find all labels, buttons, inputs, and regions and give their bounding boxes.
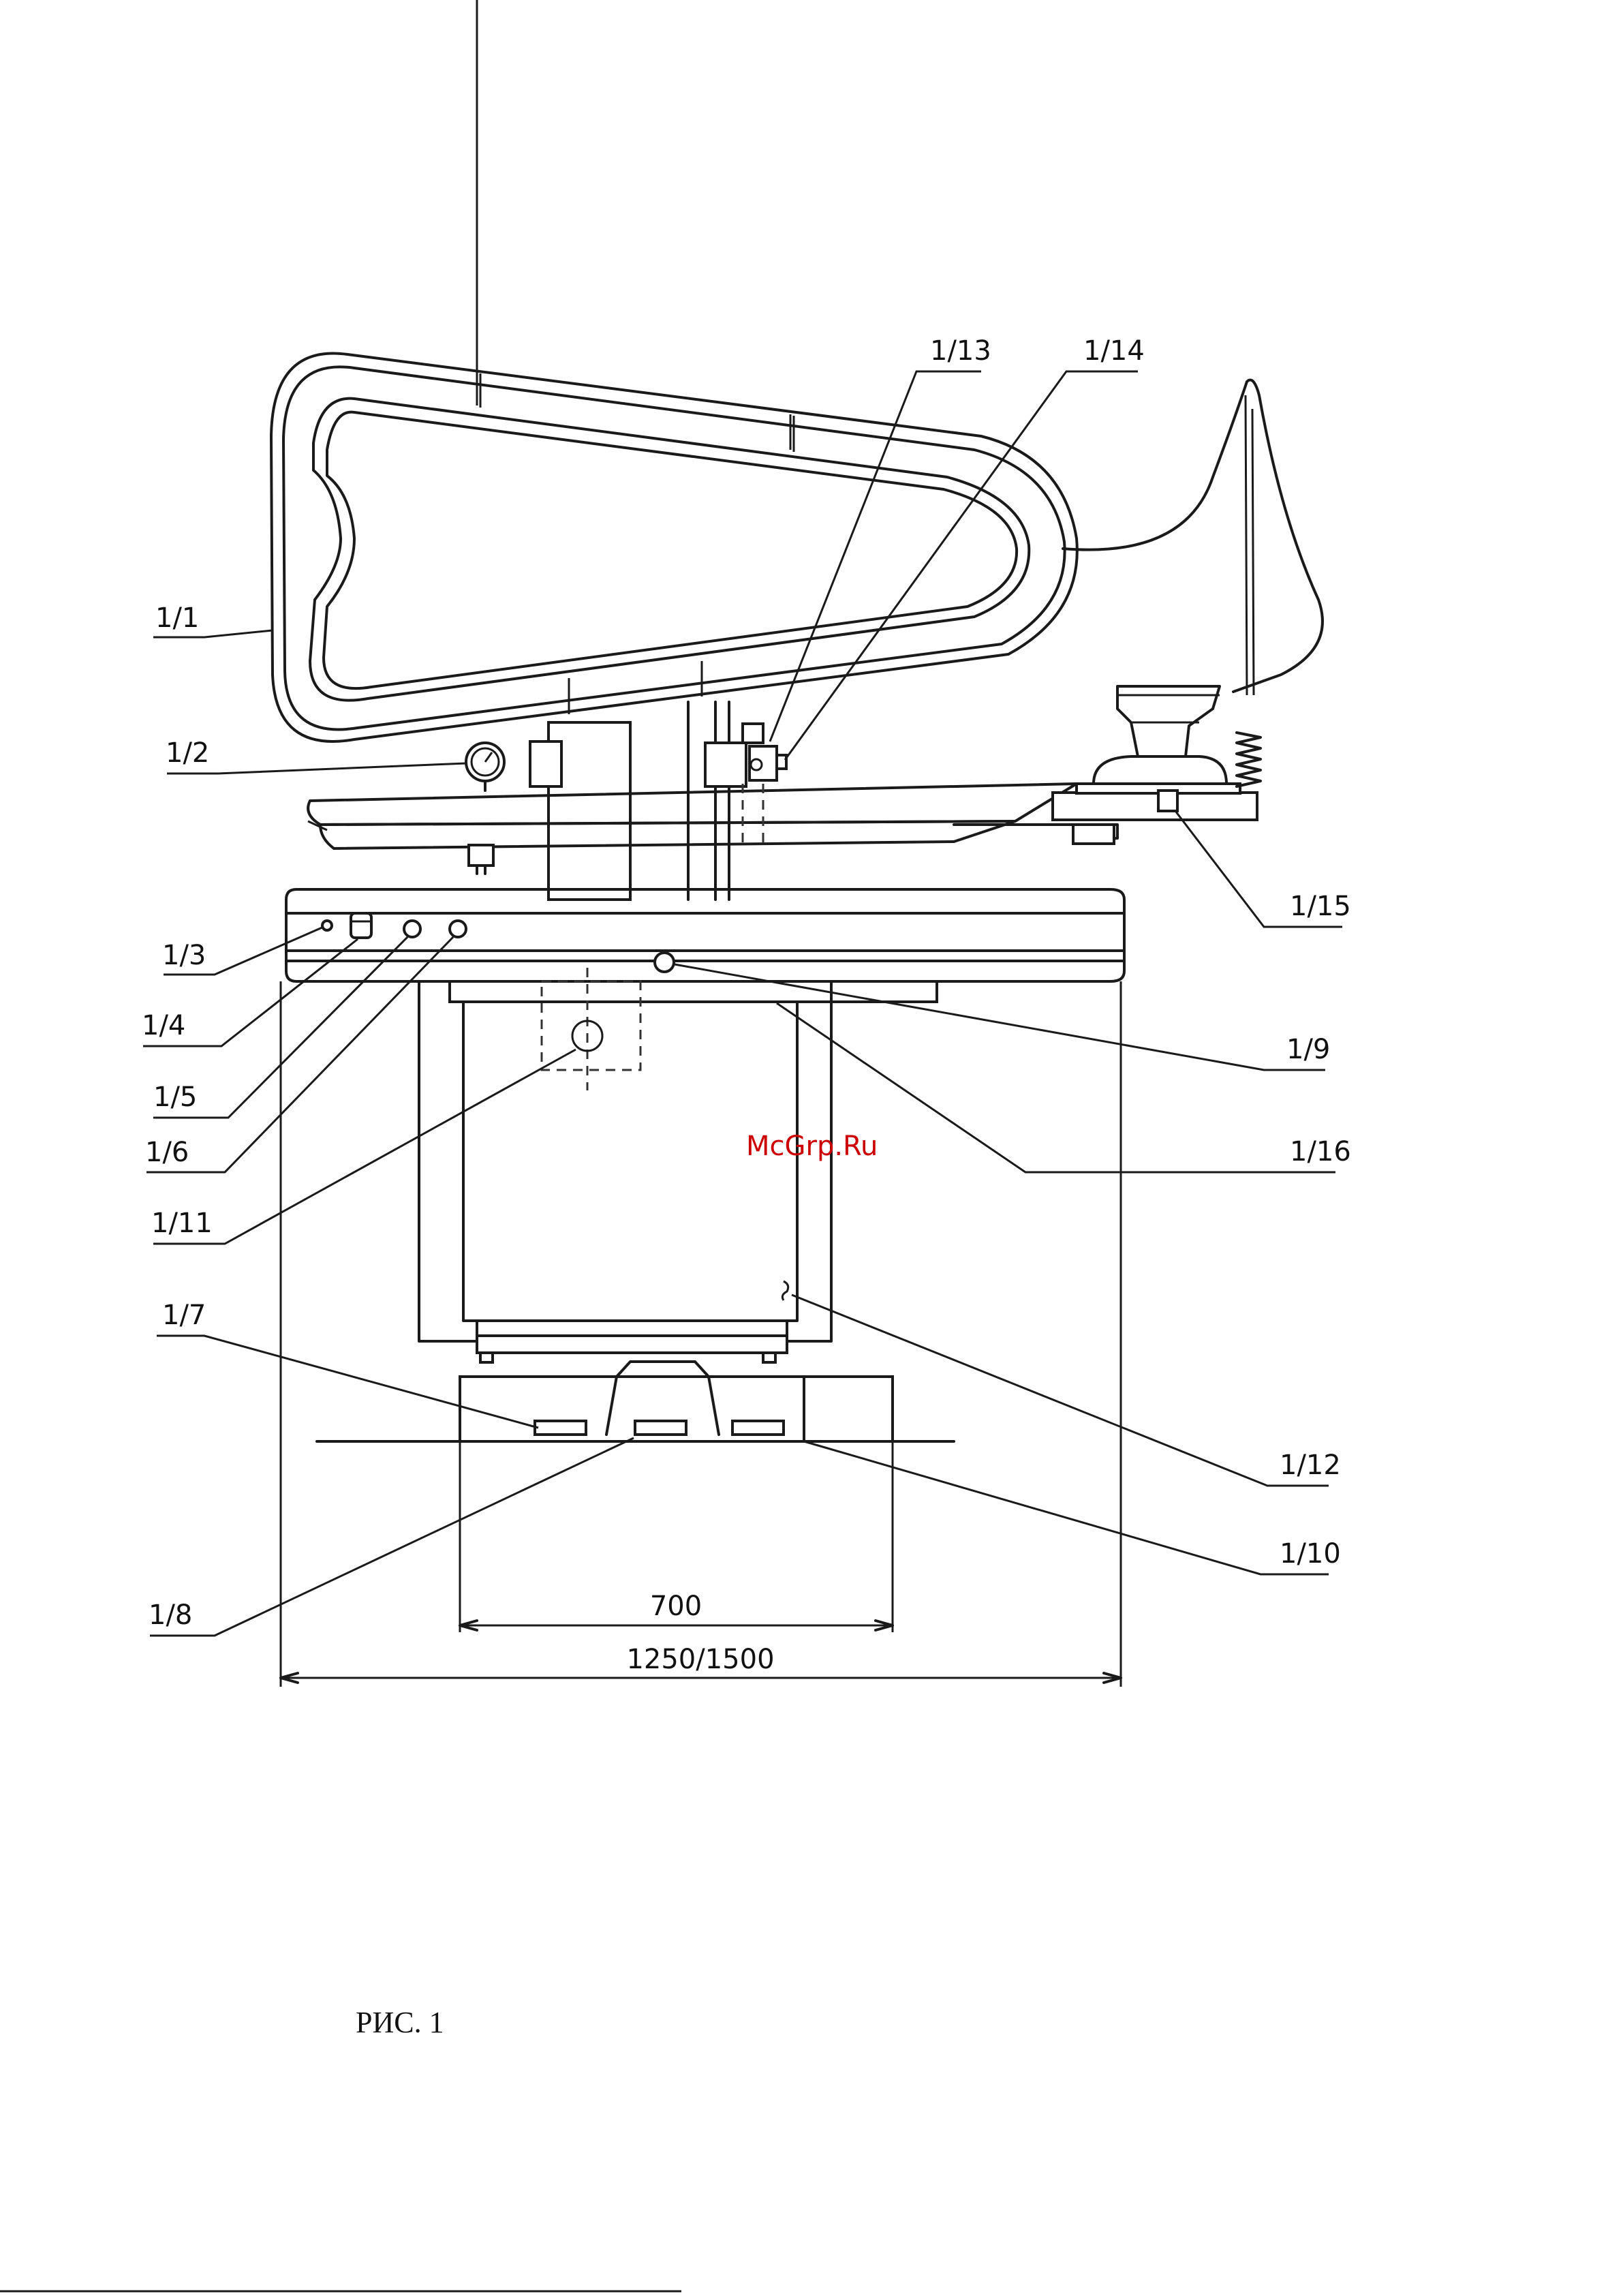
dimension-base-width: 700 [650,1591,702,1622]
label-1-7: 1/7 [162,1300,206,1331]
label-1-10: 1/10 [1280,1538,1341,1570]
label-1-14: 1/14 [1083,335,1145,367]
label-1-15: 1/15 [1290,891,1351,922]
manometer-gauge [466,741,561,791]
label-1-8: 1/8 [149,1599,192,1631]
label-1-9: 1/9 [1286,1034,1330,1065]
figure-caption: РИС. 1 [356,2006,444,2039]
dimension-overall-width: 1250/1500 [626,1644,774,1675]
watermark: McGrp.Ru [746,1131,878,1162]
lower-buck [308,784,1117,874]
label-1-13: 1/13 [930,335,991,367]
label-1-16: 1/16 [1290,1136,1351,1167]
machine-body [286,889,1124,1441]
column [548,702,729,900]
leader-lines [143,371,1342,1636]
label-1-5: 1/5 [153,1082,197,1113]
label-1-6: 1/6 [145,1137,189,1168]
label-1-1: 1/1 [155,602,199,634]
label-1-4: 1/4 [142,1010,185,1041]
pedal-assembly [1053,686,1261,820]
label-1-12: 1/12 [1280,1450,1341,1481]
head-cable [1063,380,1323,692]
label-1-2: 1/2 [166,737,209,769]
label-1-11: 1/11 [151,1208,213,1239]
label-1-3: 1/3 [162,940,206,971]
